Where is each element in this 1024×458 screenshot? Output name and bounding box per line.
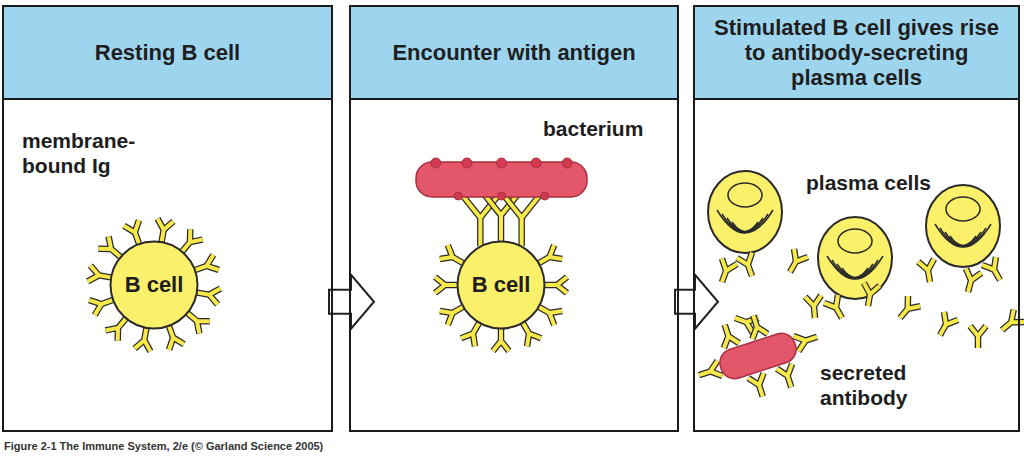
- antibody: [746, 313, 768, 339]
- antibody: [748, 373, 770, 399]
- antibody: [714, 259, 737, 285]
- antibody: [135, 327, 155, 351]
- antibody: [484, 194, 518, 241]
- panel-heading: Resting B cell: [4, 7, 331, 100]
- b-cell: B cell: [456, 240, 546, 330]
- part-label: plasma cells: [806, 170, 931, 195]
- antibody: [545, 277, 567, 293]
- antibody: [960, 269, 981, 294]
- bacterium: bacterium: [415, 157, 588, 202]
- plasma-cell: [926, 185, 1000, 267]
- antibody: [717, 322, 739, 348]
- antibody: [918, 259, 938, 283]
- antibody: [783, 249, 808, 276]
- cell-label: B cell: [125, 272, 184, 298]
- b-cell: B cell: [109, 240, 199, 330]
- bacterium-label: bacterium: [543, 117, 643, 141]
- part-label: membrane-bound Ig: [22, 128, 147, 178]
- process-arrow: [675, 275, 718, 329]
- stage-panel: B cell Resting B cell: [2, 5, 333, 432]
- antibody: [805, 295, 823, 318]
- antibody: [794, 329, 820, 351]
- antibody: [982, 257, 1007, 284]
- stage-panel: B cell bacterium Encounter with antigen: [349, 5, 679, 432]
- plasma-cell: [818, 217, 892, 299]
- figure-caption: Figure 2-1 The Immune System, 2/e (© Gar…: [4, 440, 323, 452]
- cell-label: B cell: [472, 272, 531, 298]
- part-label: secreted antibody: [820, 360, 955, 410]
- antibody: [154, 219, 174, 243]
- antibody: [933, 312, 958, 339]
- antibody: [88, 266, 112, 286]
- opsonized-bacterium: [687, 299, 830, 413]
- antibody: [737, 253, 760, 279]
- antibody: [860, 283, 880, 307]
- plasma-cell: [708, 171, 782, 253]
- panel-heading: Encounter with antigen: [351, 7, 677, 100]
- bacterium-shape: [415, 157, 588, 202]
- antibody: [196, 285, 220, 305]
- antibody: [493, 329, 509, 351]
- antibody: [435, 277, 457, 293]
- antibody: [894, 296, 920, 323]
- antibody: [777, 364, 799, 390]
- antibody: [824, 295, 849, 322]
- panel-heading: Stimulated B cell gives rise to antibody…: [695, 7, 1018, 100]
- antibody: [503, 194, 541, 246]
- process-arrow: [329, 275, 374, 329]
- antibody: [697, 361, 723, 383]
- antibody: [970, 326, 986, 348]
